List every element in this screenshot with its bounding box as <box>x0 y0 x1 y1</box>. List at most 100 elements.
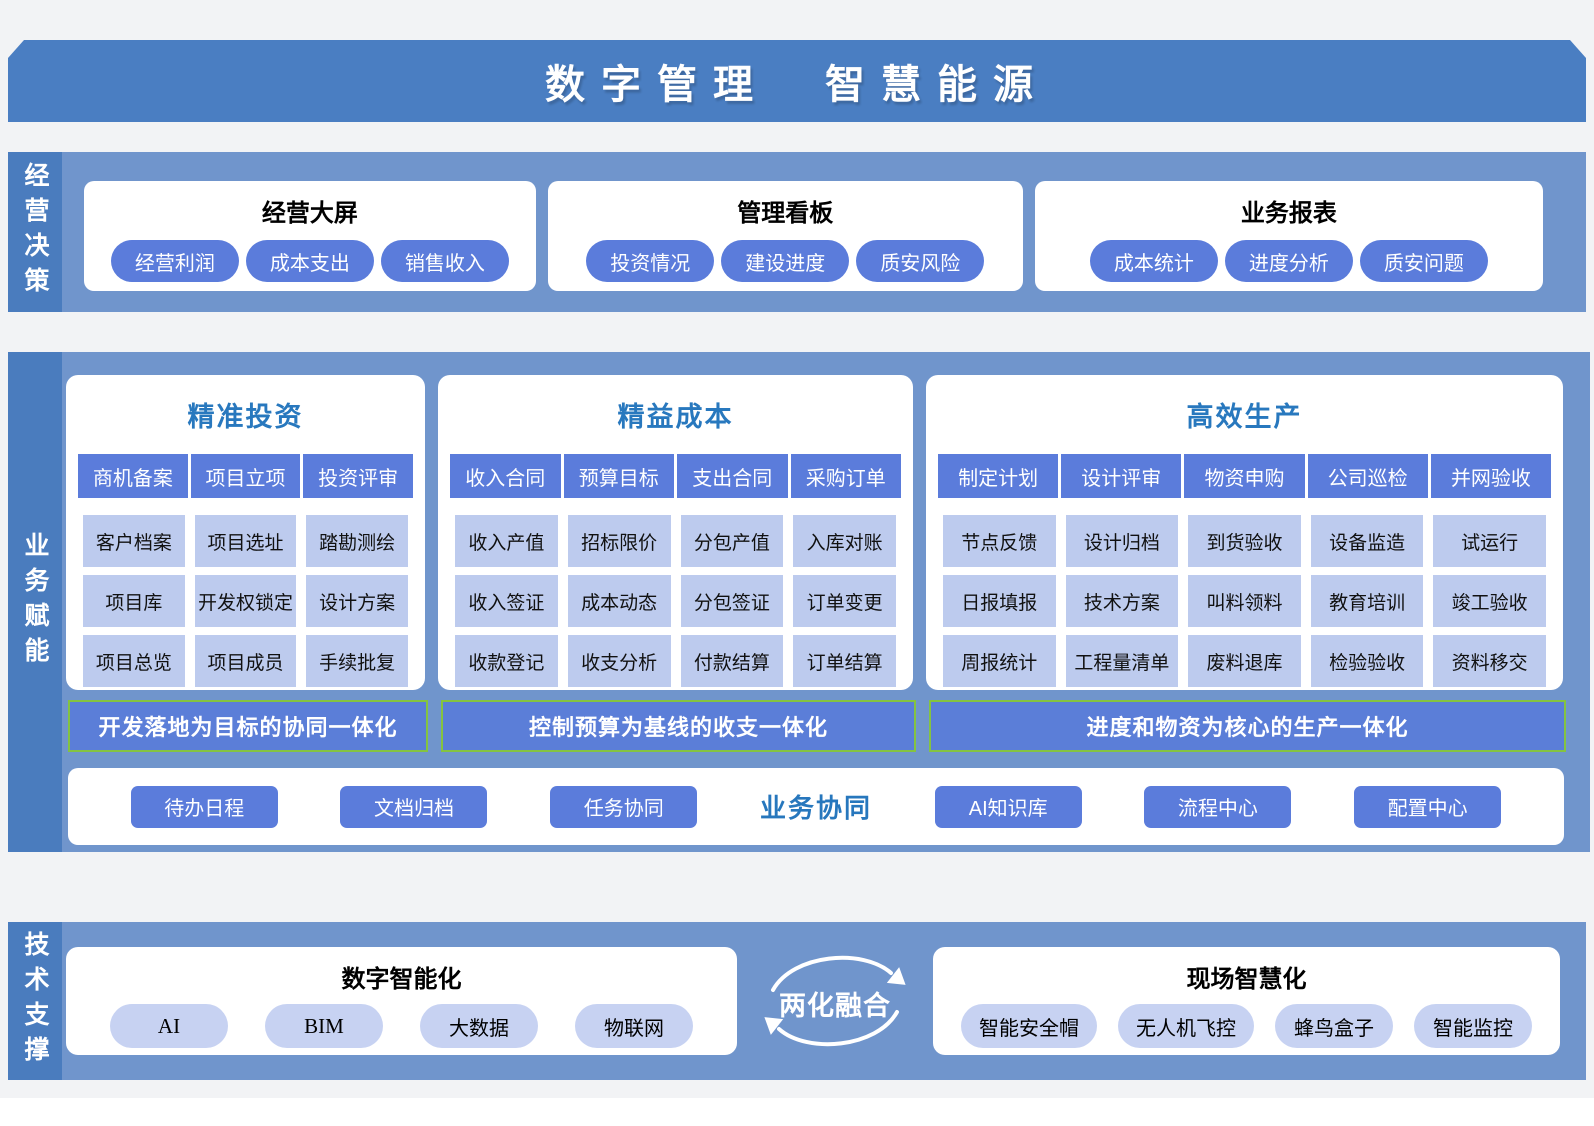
matrix-cell[interactable]: 设备监造 <box>1310 515 1424 567</box>
header-cell[interactable]: 公司巡检 <box>1307 454 1428 498</box>
pill-cost-statistics[interactable]: 成本统计 <box>1089 240 1218 282</box>
matrix-cell[interactable]: 入库对账 <box>793 515 896 567</box>
pill-drone-control[interactable]: 无人机飞控 <box>1118 1004 1254 1048</box>
matrix-cell[interactable]: 项目库 <box>83 575 185 627</box>
button-document-archive[interactable]: 文档归档 <box>340 785 488 828</box>
card-title: 精益成本 <box>617 402 734 432</box>
pill-bim[interactable]: BIM <box>265 1004 383 1048</box>
matrix-cell[interactable]: 技术方案 <box>1065 575 1179 627</box>
matrix-cell[interactable]: 成本动态 <box>567 575 671 627</box>
matrix-cell[interactable]: 资料移交 <box>1433 635 1546 687</box>
matrix-cell[interactable]: 到货验收 <box>1188 515 1301 567</box>
button-ai-knowledge-base[interactable]: AI知识库 <box>934 785 1082 828</box>
card-lean-cost: 精益成本 收入合同 预算目标 支出合同 采购订单 收入产值 招标限价 分包产值 … <box>438 375 913 690</box>
card-operation-screen: 经营大屏 经营利润 成本支出 销售收入 <box>84 181 536 291</box>
matrix-cell[interactable]: 订单结算 <box>793 635 896 687</box>
matrix-cell[interactable]: 踏勘测绘 <box>306 515 408 567</box>
matrix-cell-grid: 节点反馈 设计归档 到货验收 设备监造 试运行 日报填报 技术方案 叫料领料 教… <box>938 515 1551 687</box>
matrix-cell[interactable]: 节点反馈 <box>943 515 1056 567</box>
card-business-report: 业务报表 成本统计 进度分析 质安问题 <box>1034 181 1543 291</box>
matrix-header-row: 收入合同 预算目标 支出合同 采购订单 <box>450 454 901 498</box>
card-title: 数字智能化 <box>341 966 462 993</box>
matrix-cell[interactable]: 手续批复 <box>306 635 408 687</box>
card-title: 现场智慧化 <box>1186 966 1307 993</box>
button-config-center[interactable]: 配置中心 <box>1354 785 1502 828</box>
matrix-cell[interactable]: 收入签证 <box>455 575 558 627</box>
header-cell[interactable]: 设计评审 <box>1061 454 1182 498</box>
matrix-cell[interactable]: 项目成员 <box>194 635 297 687</box>
header-cell[interactable]: 项目立项 <box>190 454 301 498</box>
matrix-cell[interactable]: 收支分析 <box>567 635 671 687</box>
matrix-cell[interactable]: 周报统计 <box>943 635 1056 687</box>
matrix-cell[interactable]: 招标限价 <box>567 515 671 567</box>
pill-row: 投资情况 建设进度 质安风险 <box>558 240 1013 282</box>
section-business-decision: 经营决策 经营大屏 经营利润 成本支出 销售收入 管理看板 投资情况 建设进度 … <box>8 152 1586 312</box>
card-digital-intelligence: 数字智能化 AI BIM 大数据 物联网 <box>66 947 737 1055</box>
matrix-cell[interactable]: 试运行 <box>1433 515 1546 567</box>
button-process-center[interactable]: 流程中心 <box>1144 785 1292 828</box>
pill-cost-expense[interactable]: 成本支出 <box>245 240 374 282</box>
pill-row: 成本统计 进度分析 质安问题 <box>1045 240 1533 282</box>
button-todo-schedule[interactable]: 待办日程 <box>130 785 278 828</box>
pill-sales-revenue[interactable]: 销售收入 <box>380 240 509 282</box>
matrix-cell[interactable]: 客户档案 <box>83 515 185 567</box>
matrix-cell[interactable]: 竣工验收 <box>1433 575 1546 627</box>
card-site-intelligence: 现场智慧化 智能安全帽 无人机飞控 蜂鸟盒子 智能监控 <box>933 947 1560 1055</box>
header-cell[interactable]: 物资申购 <box>1184 454 1305 498</box>
pill-row: 经营利润 成本支出 销售收入 <box>94 240 526 282</box>
pill-iot[interactable]: 物联网 <box>575 1004 693 1048</box>
pill-big-data[interactable]: 大数据 <box>420 1004 538 1048</box>
header-cell[interactable]: 收入合同 <box>450 454 561 498</box>
matrix-cell[interactable]: 订单变更 <box>793 575 896 627</box>
matrix-cell[interactable]: 设计方案 <box>306 575 408 627</box>
matrix-cell[interactable]: 项目总览 <box>83 635 185 687</box>
matrix-cell[interactable]: 分包签证 <box>680 575 784 627</box>
matrix-card-row: 精准投资 商机备案 项目立项 投资评审 客户档案 项目选址 踏勘测绘 项目库 开… <box>66 375 1566 690</box>
pill-quality-safety-issues[interactable]: 质安问题 <box>1359 240 1488 282</box>
pill-row: 智能安全帽 无人机飞控 蜂鸟盒子 智能监控 <box>947 1004 1546 1048</box>
header-cell[interactable]: 并网验收 <box>1430 454 1551 498</box>
pill-operating-profit[interactable]: 经营利润 <box>110 240 239 282</box>
card-title: 高效生产 <box>1186 402 1303 432</box>
integration-banner-production: 进度和物资为核心的生产一体化 <box>929 700 1566 752</box>
matrix-cell[interactable]: 开发权锁定 <box>194 575 297 627</box>
matrix-header-row: 商机备案 项目立项 投资评审 <box>78 454 413 498</box>
pill-progress-analysis[interactable]: 进度分析 <box>1224 240 1353 282</box>
integration-banner-row: 开发落地为目标的协同一体化 控制预算为基线的收支一体化 进度和物资为核心的生产一… <box>66 690 1566 752</box>
matrix-cell[interactable]: 项目选址 <box>194 515 297 567</box>
pill-quality-safety-risk[interactable]: 质安风险 <box>856 240 985 282</box>
integration-banner-cost: 控制预算为基线的收支一体化 <box>441 700 916 752</box>
matrix-cell[interactable]: 付款结算 <box>680 635 784 687</box>
matrix-cell[interactable]: 日报填报 <box>943 575 1056 627</box>
pill-smart-helmet[interactable]: 智能安全帽 <box>961 1004 1097 1048</box>
matrix-cell[interactable]: 设计归档 <box>1065 515 1179 567</box>
header-cell[interactable]: 投资评审 <box>303 454 413 498</box>
matrix-cell[interactable]: 废料退库 <box>1188 635 1301 687</box>
matrix-header-row: 制定计划 设计评审 物资申购 公司巡检 并网验收 <box>938 454 1551 498</box>
pill-hummingbird-box[interactable]: 蜂鸟盒子 <box>1275 1004 1393 1048</box>
matrix-cell[interactable]: 收款登记 <box>455 635 558 687</box>
pill-ai[interactable]: AI <box>110 1004 228 1048</box>
section-label-business-empowerment: 业务赋能 <box>8 352 62 852</box>
pill-row: AI BIM 大数据 物联网 <box>80 1004 723 1048</box>
matrix-cell[interactable]: 教育培训 <box>1310 575 1424 627</box>
matrix-cell[interactable]: 分包产值 <box>680 515 784 567</box>
section-business-empowerment: 业务赋能 精准投资 商机备案 项目立项 投资评审 客户档案 项目选址 踏勘测绘 … <box>8 352 1590 852</box>
matrix-cell[interactable]: 工程量清单 <box>1065 635 1179 687</box>
business-collaboration-bar: 待办日程 文档归档 任务协同 业务协同 AI知识库 流程中心 配置中心 <box>68 768 1564 845</box>
matrix-cell[interactable]: 叫料领料 <box>1188 575 1301 627</box>
pill-smart-monitoring[interactable]: 智能监控 <box>1414 1004 1532 1048</box>
header-cell[interactable]: 商机备案 <box>78 454 188 498</box>
section-label-technical-support: 技术支撑 <box>8 922 62 1080</box>
header-cell[interactable]: 支出合同 <box>677 454 788 498</box>
matrix-cell[interactable]: 检验验收 <box>1310 635 1424 687</box>
pill-construction-progress[interactable]: 建设进度 <box>721 240 850 282</box>
header-cell[interactable]: 制定计划 <box>938 454 1059 498</box>
section-technical-support: 技术支撑 数字智能化 AI BIM 大数据 物联网 两化融合 现场智慧化 智能安… <box>8 922 1586 1080</box>
header-cell[interactable]: 采购订单 <box>790 454 901 498</box>
matrix-cell[interactable]: 收入产值 <box>455 515 558 567</box>
pill-investment-status[interactable]: 投资情况 <box>586 240 715 282</box>
button-task-collaboration[interactable]: 任务协同 <box>550 785 698 828</box>
section-body-technical-support: 数字智能化 AI BIM 大数据 物联网 两化融合 现场智慧化 智能安全帽 无人… <box>62 922 1586 1080</box>
header-cell[interactable]: 预算目标 <box>563 454 674 498</box>
